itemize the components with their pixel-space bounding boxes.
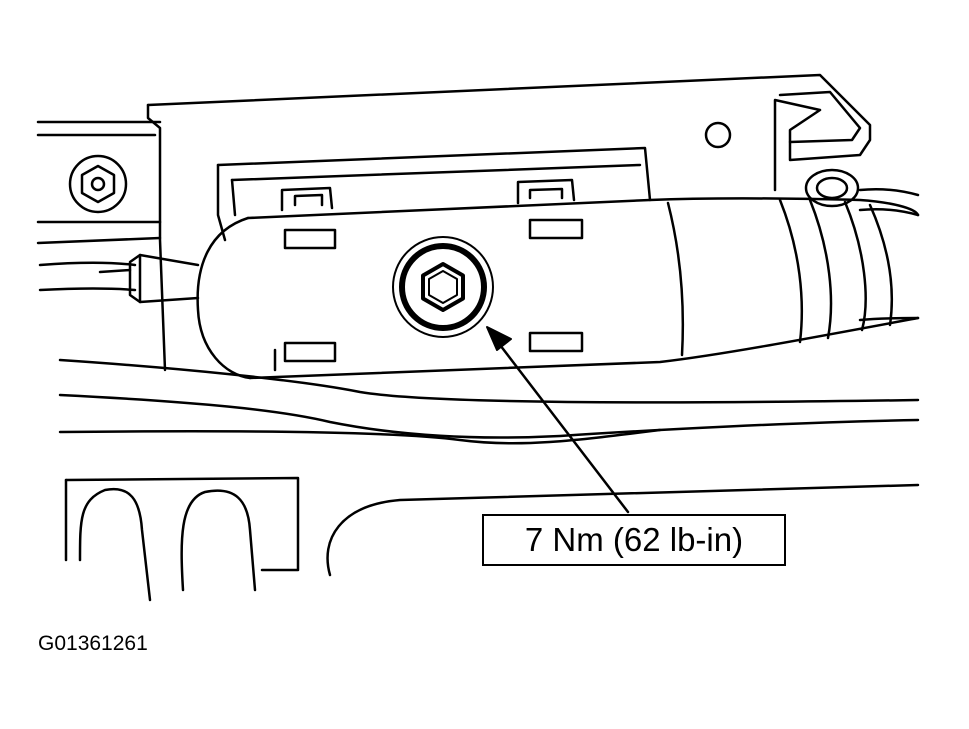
bolt-hex-icon: [421, 262, 465, 312]
slot-upper-left: [283, 228, 337, 250]
torque-callout: 7 Nm (62 lb-in): [482, 514, 786, 566]
slot-lower-left: [283, 341, 337, 363]
slot-upper-right: [528, 218, 584, 240]
slot-lower-right: [528, 331, 584, 353]
mounting-bracket: [146, 73, 872, 372]
connector: [98, 253, 200, 304]
upper-left-clip: [280, 186, 334, 212]
left-bolt: [68, 154, 128, 214]
lower-loops: [64, 476, 300, 602]
arrow-head-icon: [486, 326, 512, 351]
figure-id: G01361261: [38, 632, 148, 655]
torque-label: 7 Nm (62 lb-in): [524, 521, 744, 558]
torque-bolt: [392, 236, 494, 338]
back-plate: [216, 146, 652, 242]
leader-arrow: [486, 326, 630, 514]
upper-right-clip: [516, 178, 576, 205]
lower-structure: [58, 348, 920, 577]
bracket-hole-icon: [704, 121, 732, 149]
hex-head-icon: [80, 164, 116, 204]
sensor-body: [196, 197, 920, 380]
grommet: [804, 168, 860, 208]
frame-rails: [36, 120, 920, 322]
